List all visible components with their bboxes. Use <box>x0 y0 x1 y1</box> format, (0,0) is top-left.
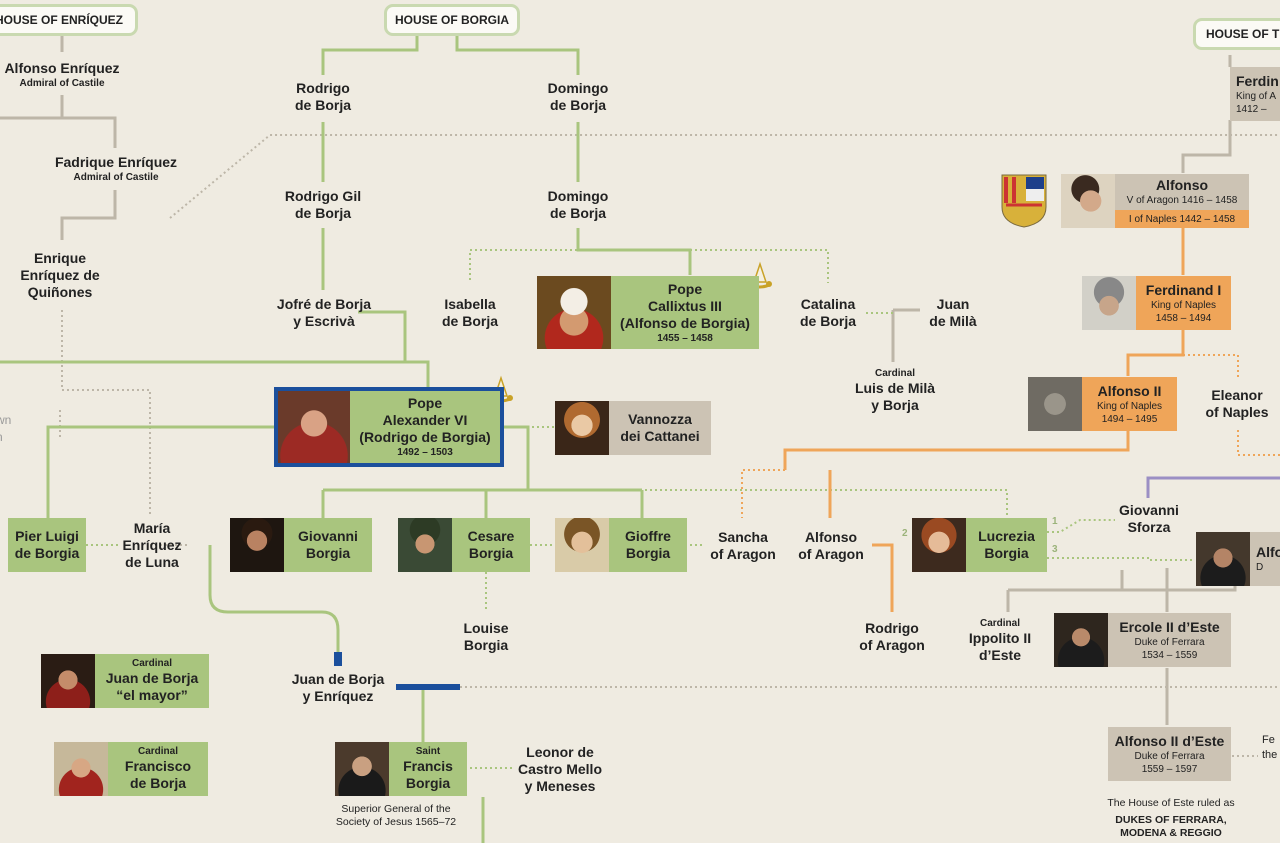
person-alfonso-of-aragon: Alfonso of Aragon <box>798 529 864 562</box>
portrait-cesare <box>398 518 452 572</box>
person-juan-de-borja-y-enriquez: Juan de Borja y Enríquez <box>291 671 385 704</box>
marriage-number-3: 3 <box>1052 544 1058 555</box>
person-domingo-de-borja-2: Domingo de Borja <box>547 188 609 221</box>
portrait-ferdinand-i <box>1082 276 1136 330</box>
person-alfonso-enriquez: Alfonso Enríquez Admiral of Castile <box>4 60 120 89</box>
portrait-lucrezia <box>912 518 966 572</box>
person-giovanni-sforza: Giovanni Sforza <box>1119 502 1179 535</box>
person-sancha: Sancha of Aragon <box>710 529 776 562</box>
person-catalina: Catalina de Borja <box>799 296 856 329</box>
card-alfonso-este-partial[interactable]: Alfo D <box>1196 532 1280 586</box>
person-domingo-de-borja-1: Domingo de Borja <box>547 80 609 113</box>
partial-left-text: wn n <box>0 413 12 444</box>
card-cesare-borgia[interactable]: Cesare Borgia <box>398 518 530 572</box>
person-jofre: Jofré de Borja y Escrivà <box>276 296 372 329</box>
person-eleanor-of-naples: Eleanor of Naples <box>1205 387 1269 420</box>
card-alfonso-ii[interactable]: Alfonso II King of Naples 1494 – 1495 <box>1028 377 1177 431</box>
card-alfonso-v[interactable]: Alfonso V of Aragon 1416 – 1458 I of Nap… <box>1061 174 1249 228</box>
card-alexander-vi[interactable]: Pope Alexander VI (Rodrigo de Borgia) 14… <box>274 387 504 467</box>
person-rodrigo-de-borja: Rodrigo de Borja <box>294 80 351 113</box>
portrait-vannozza <box>555 401 609 455</box>
saint-francis-note: Superior General of the Society of Jesus… <box>335 803 457 828</box>
person-louise-borgia: Louise Borgia <box>463 620 509 653</box>
portrait-juan-el-mayor <box>41 654 95 708</box>
portrait-saint-francis <box>335 742 389 796</box>
este-note: The House of Este ruled as DUKES OF FERR… <box>1107 797 1235 839</box>
card-ercole-ii[interactable]: Ercole II d’Este Duke of Ferrara 1534 – … <box>1054 613 1231 667</box>
house-of-borgia: HOUSE OF BORGIA <box>384 4 520 36</box>
person-rodrigo-of-aragon: Rodrigo of Aragon <box>859 620 925 653</box>
person-isabella: Isabella de Borja <box>441 296 498 329</box>
portrait-giovanni <box>230 518 284 572</box>
person-juan-de-mila: Juan de Milà <box>929 296 977 329</box>
card-francisco-de-borja[interactable]: Cardinal Francisco de Borja <box>54 742 208 796</box>
portrait-alfonso-este <box>1196 532 1250 586</box>
partial-right-text: Fe the <box>1262 734 1278 761</box>
person-fadrique-enriquez: Fadrique Enríquez Admiral of Castile <box>54 154 178 183</box>
portrait-francisco <box>54 742 108 796</box>
portrait-gioffre <box>555 518 609 572</box>
person-maria-enriquez: María Enríquez de Luna <box>122 520 182 570</box>
card-giovanni-borgia[interactable]: Giovanni Borgia <box>230 518 372 572</box>
person-rodrigo-gil: Rodrigo Gil de Borja <box>284 188 362 221</box>
portrait-ercole <box>1054 613 1108 667</box>
card-vannozza[interactable]: Vannozza dei Cattanei <box>555 401 711 455</box>
person-enrique-enriquez: Enrique Enríquez de Quiñones <box>20 250 100 300</box>
card-pier-luigi[interactable]: Pier Luigi de Borgia <box>8 518 86 572</box>
card-saint-francis-borgia[interactable]: Saint Francis Borgia <box>335 742 467 796</box>
person-leonor: Leonor de Castro Mello y Meneses <box>517 744 602 794</box>
coat-of-arms-icon <box>1001 174 1047 228</box>
card-gioffre-borgia[interactable]: Gioffre Borgia <box>555 518 687 572</box>
person-luis-de-mila: Cardinal Luis de Milà y Borja <box>854 368 936 413</box>
portrait-callixtus <box>537 276 611 349</box>
portrait-alexander <box>278 391 350 463</box>
card-ferdinand-king[interactable]: Ferdin King of A 1412 – <box>1230 67 1280 121</box>
portrait-alfonso-ii <box>1028 377 1082 431</box>
marriage-number-1: 1 <box>1052 516 1058 527</box>
card-callixtus-iii[interactable]: Pope Callixtus III (Alfonso de Borgia) 1… <box>537 276 759 349</box>
person-ippolito: Cardinal Ippolito II d’Este <box>968 618 1032 663</box>
house-of-trastamara: HOUSE OF TR <box>1193 18 1280 50</box>
card-ferdinand-i[interactable]: Ferdinand I King of Naples 1458 – 1494 <box>1082 276 1231 330</box>
portrait-alfonso-v <box>1061 174 1115 228</box>
house-of-enriquez: HOUSE OF ENRÍQUEZ <box>0 4 138 36</box>
card-juan-el-mayor[interactable]: Cardinal Juan de Borja “el mayor” <box>41 654 209 708</box>
card-alfonso-ii-deste[interactable]: Alfonso II d’Este Duke of Ferrara 1559 –… <box>1108 727 1231 781</box>
card-lucrezia-borgia[interactable]: Lucrezia Borgia <box>912 518 1047 572</box>
marriage-number-2: 2 <box>902 528 908 539</box>
